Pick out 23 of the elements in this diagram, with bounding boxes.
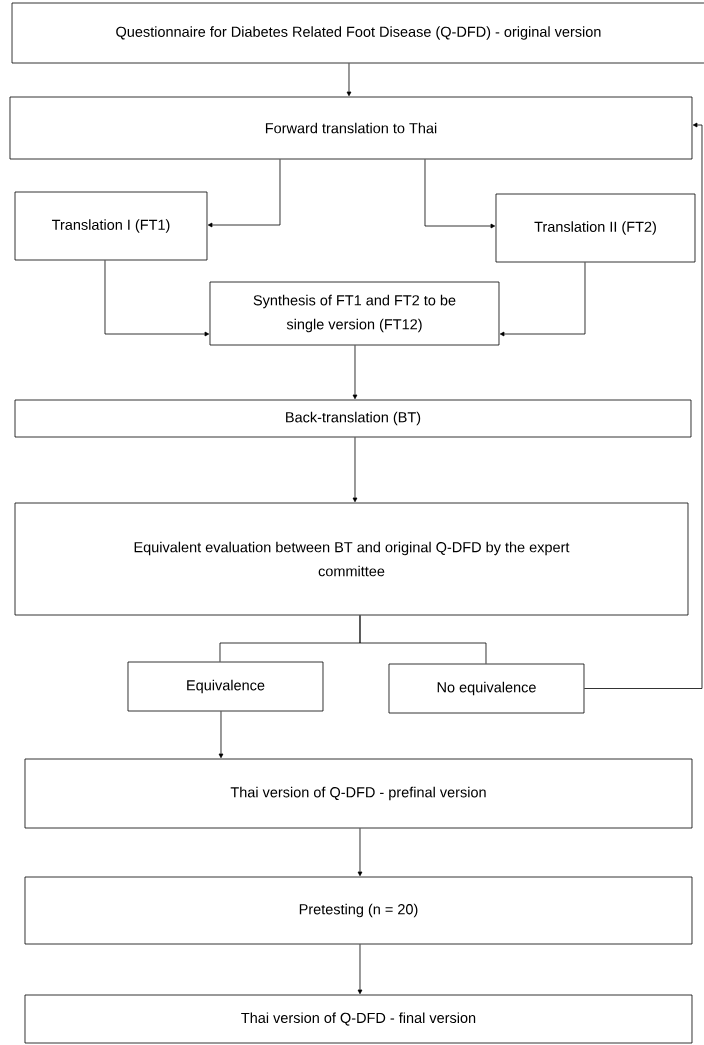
step-box: Equivalence [127, 661, 324, 712]
arrow [424, 159, 496, 229]
arrow [352, 345, 358, 400]
arrow [218, 711, 224, 759]
step-box: Forward translation to Thai [9, 96, 693, 160]
step-box: Synthesis of FT1 and FT2 to be single version (FT12) [209, 281, 500, 346]
arrow [357, 944, 363, 995]
step-box: Translation II (FT2) [495, 193, 696, 263]
arrow [346, 63, 352, 97]
arrow [357, 828, 363, 877]
arrow [352, 437, 358, 503]
step-box: Thai version of Q-DFD - final version [24, 994, 693, 1044]
step-box: Pretesting (n = 20) [24, 876, 693, 945]
arrow [499, 262, 586, 337]
step-box: Translation I (FT1) [14, 191, 208, 261]
step-box: Back-translation (BT) [14, 399, 692, 438]
step-box: Questionnaire for Diabetes Related Foot Disease (Q-DFD) - original version [11, 2, 704, 64]
step-box: Equivalent evaluation between BT and original Q-DFD by the expert committee [14, 502, 689, 616]
step-box: No equivalence [388, 663, 585, 714]
arrow [584, 122, 703, 689]
arrow [104, 260, 210, 337]
step-box: Thai version of Q-DFD - prefinal version [24, 758, 693, 829]
arrow [207, 159, 281, 228]
